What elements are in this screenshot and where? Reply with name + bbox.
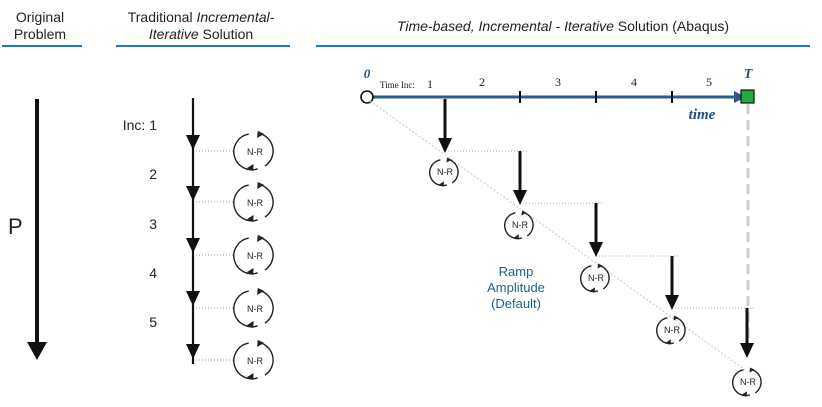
header-abaqus-rule: [316, 45, 810, 47]
time-inc-label: 1: [427, 77, 433, 91]
nr-cycle-icon: N-R: [233, 287, 274, 329]
ramp-diagonal: [369, 100, 749, 373]
header-traditional: Traditional Incremental- Iterative Solut…: [112, 9, 290, 43]
header-abaqus: Time-based, Incremental - Iterative Solu…: [318, 18, 808, 35]
time-axis-label: time: [689, 107, 716, 123]
traditional-nr-icons: N-R N-R N-R N-R N-R: [233, 130, 274, 381]
time-inc-label: 3: [555, 75, 561, 89]
nr-label: N-R: [247, 356, 263, 366]
time-arrowhead: [513, 190, 527, 205]
nr-label: N-R: [740, 377, 756, 387]
ramp-label-line: Ramp: [498, 264, 534, 279]
traditional-inc-label: 2: [149, 166, 157, 182]
time-end-label: T: [744, 67, 754, 82]
traditional-arrowhead: [186, 291, 200, 306]
header-original-line2: Problem: [13, 26, 67, 42]
header-original-line1: Original: [15, 9, 65, 25]
nr-label: N-R: [512, 220, 528, 230]
traditional-inc-label: 5: [149, 314, 157, 330]
header-original: Original Problem: [0, 9, 80, 43]
time-arrowhead: [740, 343, 754, 358]
header-original-rule: [2, 45, 82, 47]
time-start-marker: [360, 90, 374, 104]
nr-label: N-R: [588, 273, 604, 283]
nr-label: N-R: [247, 304, 263, 314]
time-arrowhead: [589, 242, 603, 257]
header-traditional-line2: Iterative Solution: [148, 26, 254, 42]
traditional-inc-label: 4: [149, 265, 157, 281]
original-load-arrow: [27, 99, 47, 360]
time-axis: [360, 89, 755, 104]
time-inc-label: 4: [631, 75, 637, 89]
header-abaqus-line: Time-based, Incremental - Iterative Solu…: [396, 18, 730, 34]
time-inc-prefix: Time Inc:: [380, 80, 415, 90]
nr-label: N-R: [247, 147, 263, 157]
load-label-p: P: [8, 214, 23, 239]
nr-label: N-R: [247, 198, 263, 208]
nr-label: N-R: [437, 167, 453, 177]
traditional-arrowhead: [186, 344, 200, 359]
nr-cycle-icon: N-R: [233, 130, 274, 172]
nr-cycle-icon: N-R: [233, 181, 274, 223]
time-inc-label: 5: [706, 75, 712, 89]
time-end-marker: [740, 89, 755, 104]
nr-cycle-icon: N-R: [580, 263, 610, 293]
nr-label: N-R: [664, 325, 680, 335]
traditional-arrowhead: [186, 135, 200, 150]
nr-cycle-icon: N-R: [504, 210, 534, 240]
nr-cycle-icon: N-R: [656, 315, 686, 345]
ramp-label-line: (Default): [491, 296, 541, 311]
nr-cycle-icon: N-R: [233, 339, 274, 381]
nr-cycle-icon: N-R: [429, 157, 459, 187]
traditional-arrow-column: [186, 98, 200, 364]
time-arrowhead: [438, 138, 452, 153]
traditional-arrowhead: [186, 238, 200, 253]
nr-label: N-R: [247, 251, 263, 261]
time-level-lines: [445, 150, 756, 309]
nr-cycle-icon: N-R: [233, 234, 274, 276]
time-arrowhead: [665, 295, 679, 310]
header-traditional-rule: [116, 45, 290, 47]
ramp-amplitude-label: Ramp Amplitude (Default): [466, 264, 566, 312]
header-traditional-line1: Traditional Incremental-: [127, 9, 275, 25]
traditional-inc-label: 3: [149, 216, 157, 232]
time-load-arrows: [438, 99, 754, 358]
ramp-label-line: Amplitude: [487, 280, 545, 295]
nr-cycle-icon: N-R: [732, 367, 762, 397]
traditional-dotted-leaders: [196, 150, 234, 361]
time-start-label: 0: [364, 66, 371, 81]
time-inc-label: 2: [479, 75, 485, 89]
time-nr-icons: N-R N-R N-R N-R N-R: [429, 157, 762, 397]
traditional-arrowhead: [186, 186, 200, 201]
traditional-inc-label: Inc: 1: [122, 117, 157, 133]
